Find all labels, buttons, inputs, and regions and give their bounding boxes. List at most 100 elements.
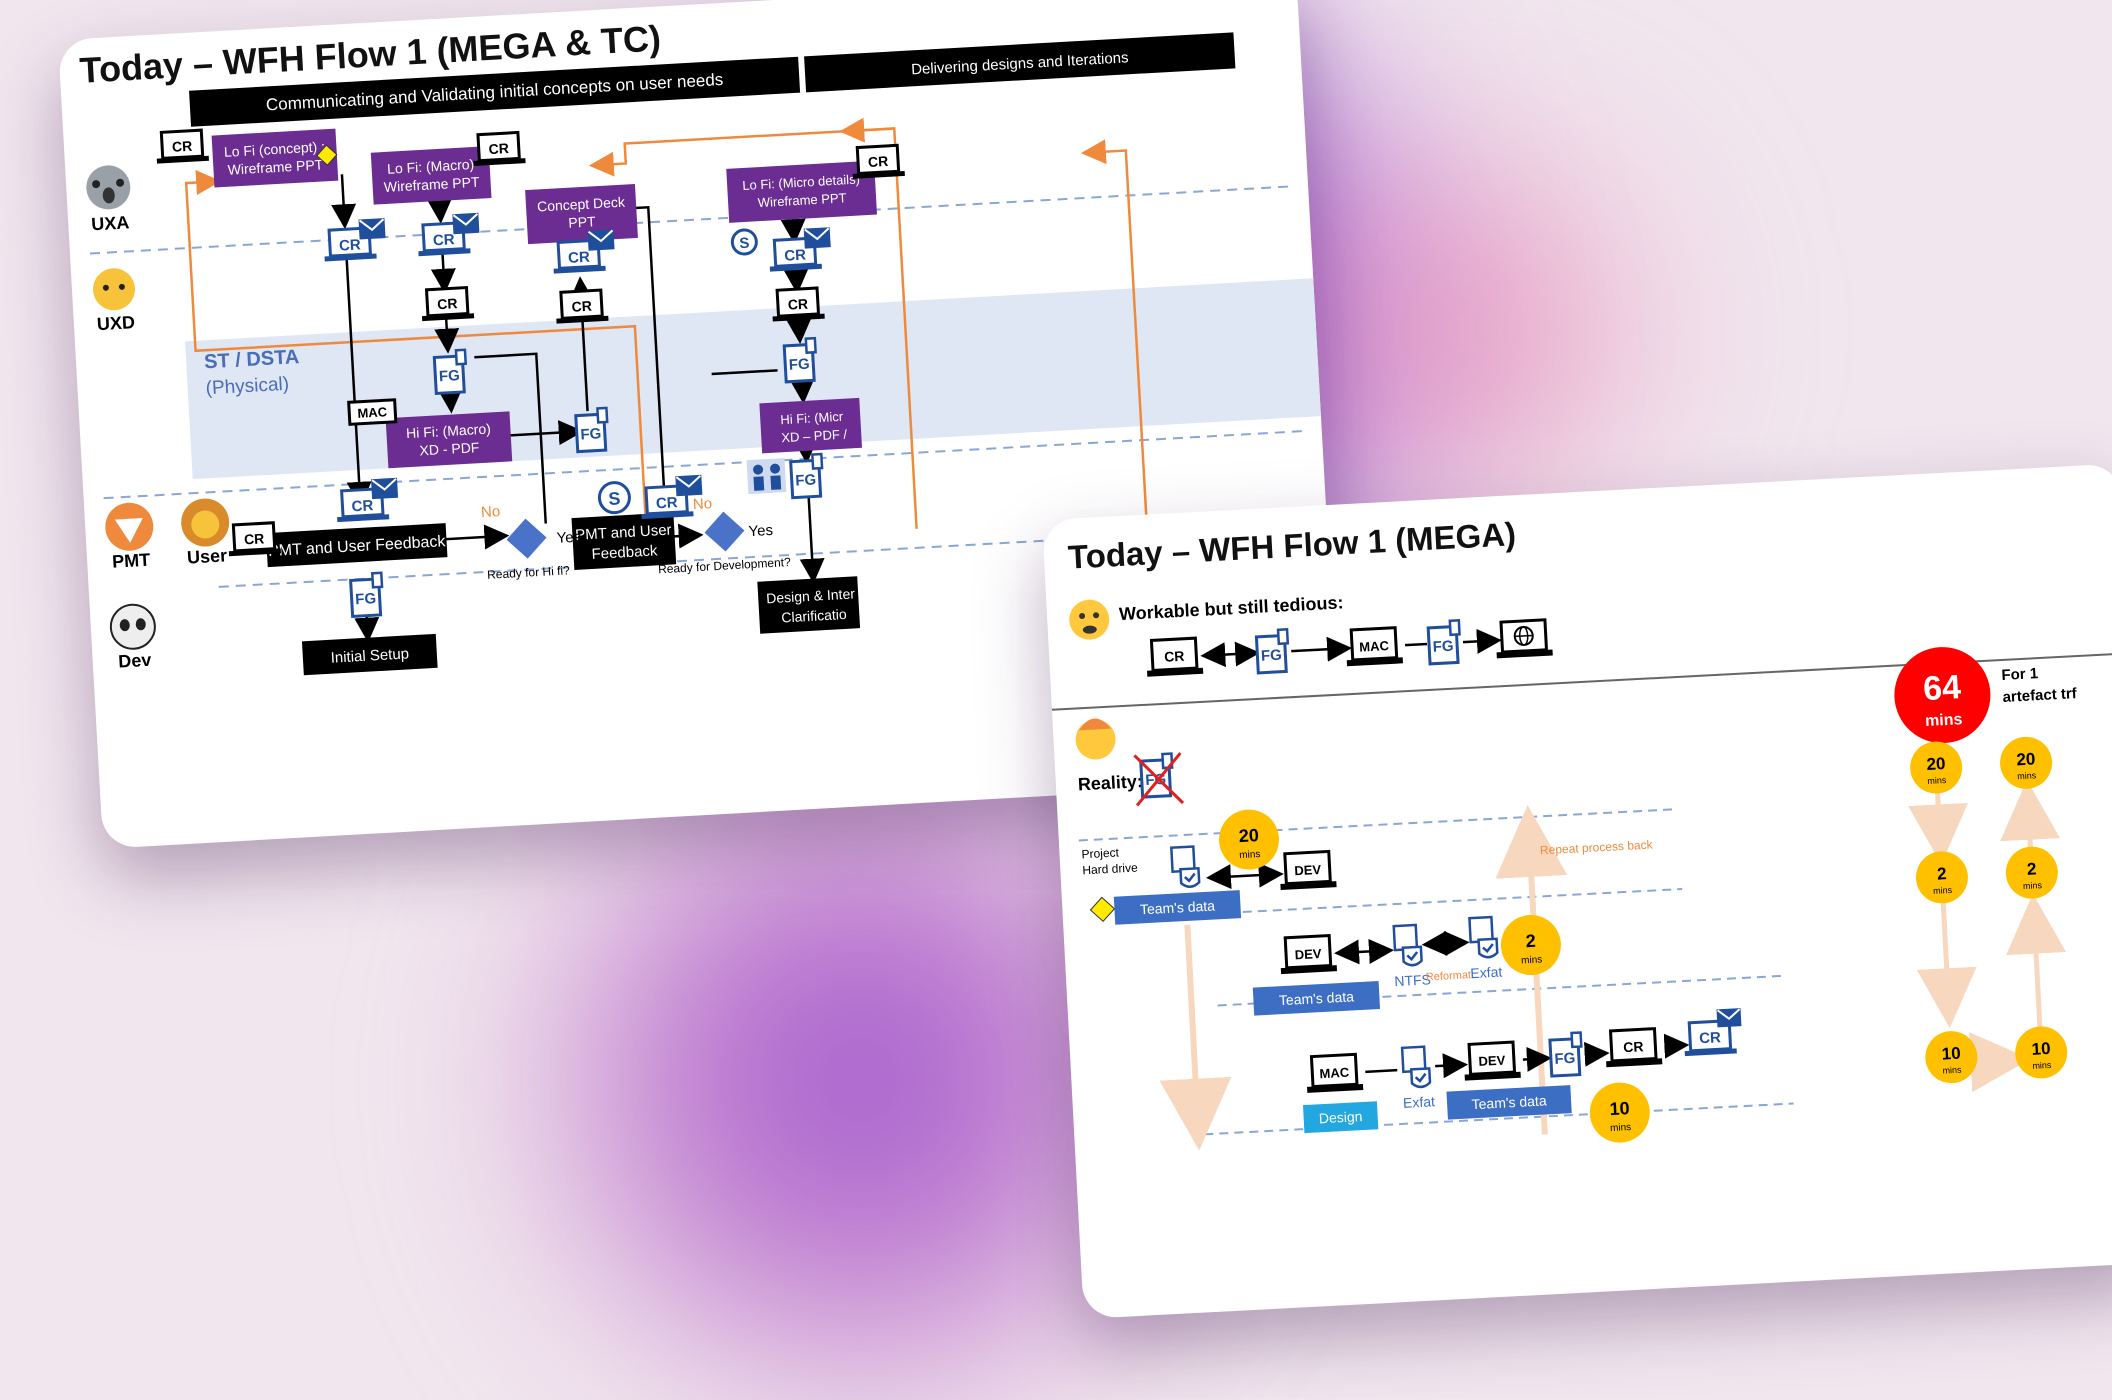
cr-email-device-icon: CR: [766, 226, 832, 274]
flow-arrow: [474, 352, 547, 524]
lane-divider: [103, 430, 1302, 500]
design-label: Design: [1318, 1108, 1362, 1126]
box-lofi-macro-label-2: Wireframe PPT: [383, 174, 480, 195]
svg-text:S: S: [608, 488, 621, 509]
box-concept-deck-label-2: PPT: [568, 213, 597, 231]
lane-label-uxa: UXA: [91, 212, 130, 234]
cr-label: CR: [244, 530, 265, 547]
svg-text:FG: FG: [580, 425, 602, 443]
lane-divider: [1212, 888, 1683, 915]
svg-text:CR: CR: [1164, 648, 1185, 665]
cr-label: CR: [172, 138, 193, 155]
skype-icon: [730, 228, 758, 256]
teams-data-label: Team's data: [1471, 1092, 1547, 1112]
decision-yes-label: Yes: [556, 529, 581, 547]
svg-text:FG: FG: [355, 590, 377, 608]
fg-drive-icon: FG: [1254, 627, 1291, 675]
box-lofi-micro-label-2: Wireframe PPT: [757, 190, 847, 210]
lane-label-pmt: PMT: [112, 550, 151, 572]
decision-ready-dev: [704, 511, 745, 552]
time-badge: [1589, 1082, 1650, 1143]
reformat-label: Reformat: [1426, 969, 1472, 983]
teams-data-tag: [1446, 1085, 1572, 1120]
box-hifi-macro: [385, 411, 513, 469]
cr-label: CR: [868, 153, 889, 170]
svg-text:mins: mins: [2023, 880, 2043, 891]
crying-emoji-icon: [1069, 599, 1110, 640]
total-note-2: artefact trf: [2002, 685, 2078, 706]
slide-title: Today – WFH Flow 1 (MEGA): [1067, 515, 1517, 575]
flow-arrow: [345, 259, 372, 507]
svg-text:mins: mins: [1927, 775, 1947, 786]
feedback-loop-arrow: [184, 170, 649, 540]
lane-st-dsta: [185, 278, 1321, 480]
svg-text:FG: FG: [438, 367, 460, 385]
box-pmt-feedback-2-label: PMT and User: [575, 522, 672, 544]
decision-ready-hifi: [506, 518, 547, 559]
lane-divider: [1204, 1102, 1794, 1136]
exfat-drive-icon: [1400, 1045, 1432, 1090]
svg-text:CR: CR: [437, 295, 458, 312]
cr-email-device-icon: CR: [550, 228, 616, 276]
cr-email-device-icon: CR: [638, 473, 704, 521]
feedback-loop-arrow: [588, 127, 918, 529]
teams-data-tag: [1113, 890, 1242, 925]
time-badge-unit: mins: [1610, 1122, 1632, 1134]
lane-label-physical: (Physical): [205, 374, 289, 400]
box-hifi-micro: [759, 397, 863, 454]
box-hifi-macro-label-2: XD - PDF: [419, 439, 480, 458]
time-badge-unit: mins: [1239, 849, 1261, 861]
svg-text:CR: CR: [351, 497, 374, 515]
box-pmt-feedback-2-label-b: Feedback: [591, 542, 658, 563]
svg-text:mins: mins: [2032, 1060, 2052, 1071]
total-time-unit: mins: [1925, 711, 1963, 730]
cr-email-device-icon: CR: [334, 476, 400, 524]
teams-data-label: Team's data: [1279, 988, 1355, 1008]
time-badge-unit: mins: [1521, 954, 1543, 966]
cr-email-device-icon: CR: [321, 217, 387, 263]
box-lofi-macro-label: Lo Fi: (Macro): [387, 156, 475, 177]
teams-data-tag: [1252, 981, 1381, 1016]
box-design-clarification: [757, 576, 861, 634]
cr-device-icon: CR: [419, 285, 476, 323]
flow-arrow: [783, 267, 809, 295]
svg-text:mins: mins: [1942, 1065, 1962, 1076]
svg-text:FG: FG: [1432, 638, 1454, 656]
shield-drive-icon: [1170, 845, 1201, 889]
svg-text:CR: CR: [339, 236, 362, 254]
svg-text:DEV: DEV: [1294, 862, 1322, 878]
ntfs-drive-icon: [1392, 923, 1424, 968]
time-badge-value: 2: [1525, 931, 1536, 951]
project-hd-label-2: Hard drive: [1082, 860, 1138, 877]
svg-text:CR: CR: [787, 296, 808, 313]
repeat-up-arrow: [1495, 804, 1568, 1135]
design-tag: [1302, 1101, 1379, 1134]
box-initial-setup: [301, 633, 438, 676]
lane-label-dev: Dev: [118, 650, 152, 672]
flow-arrow: [430, 253, 456, 294]
time-badge-value: 20: [1238, 825, 1259, 846]
exfat-drive-icon: [1468, 915, 1499, 960]
globe-device-icon: [1493, 618, 1555, 660]
fg-drive-icon: FG: [573, 406, 611, 454]
fg-drive-icon: FG: [788, 452, 826, 500]
svg-text:DEV: DEV: [1478, 1052, 1506, 1068]
slide-mega: Today – WFH Flow 1 (MEGA) Workable but s…: [1042, 463, 2112, 1319]
workable-label: Workable but still tedious:: [1119, 592, 1344, 624]
teams-data-label: Team's data: [1140, 897, 1216, 917]
diamond-marker-icon: [316, 144, 338, 166]
flow-arrow: [442, 524, 510, 550]
project-hd-label: Project: [1081, 845, 1120, 861]
fg-drive-icon: FG: [782, 336, 819, 384]
lane-divider: [89, 185, 1289, 255]
ntfs-label: NTFS: [1394, 971, 1431, 989]
svg-text:CR: CR: [1623, 1038, 1644, 1055]
fg-drive-icon: FG: [1426, 618, 1463, 666]
box-concept-deck-label: Concept Deck: [537, 194, 627, 215]
mac-label: MAC: [357, 404, 388, 421]
cr-email-device-icon: CR: [1684, 1008, 1742, 1057]
cr-email-device-icon: CR: [415, 211, 481, 258]
